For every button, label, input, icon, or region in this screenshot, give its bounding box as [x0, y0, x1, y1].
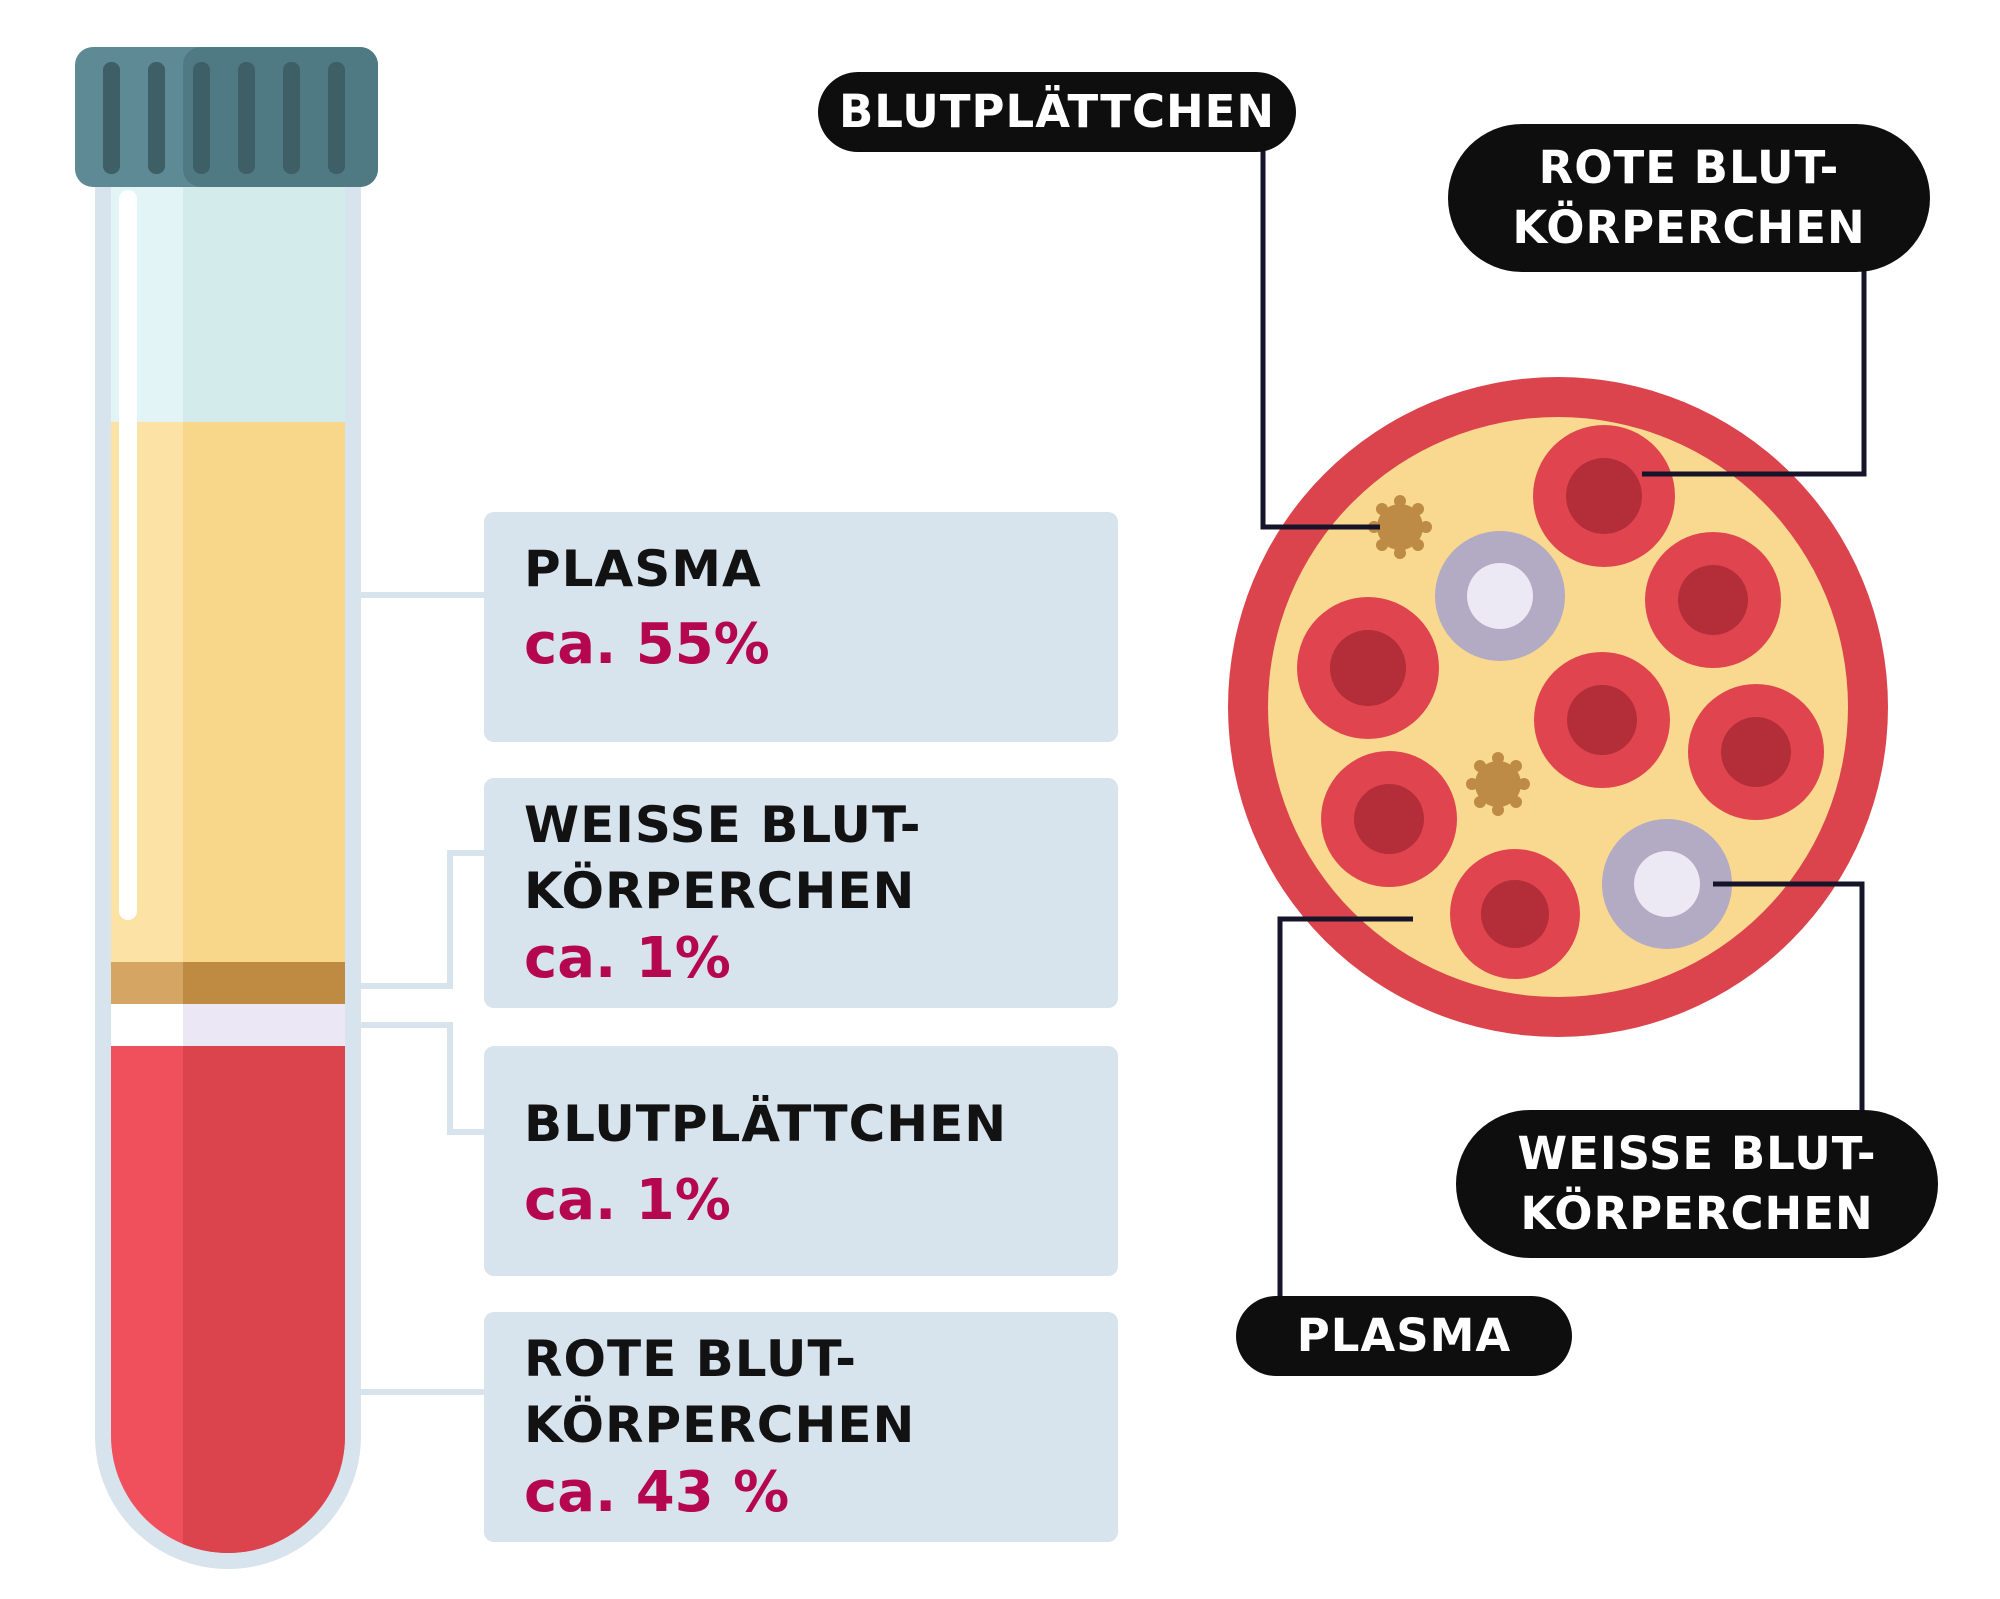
leader-platelets: [1260, 148, 1380, 530]
buffy-coat-shade: [183, 962, 345, 1004]
white-cell: [1602, 819, 1732, 949]
callout-text: PLASMA: [1296, 1309, 1512, 1362]
blood-smear-circle: [1228, 148, 1888, 1303]
red-blood-cells: [1297, 425, 1824, 979]
callout-text: ROTE BLUT-: [1538, 141, 1840, 194]
label-line: KÖRPERCHEN: [524, 1396, 916, 1454]
tube-connector-lines: [360, 592, 488, 1395]
platelet: [1466, 752, 1530, 816]
info-box-red-blood-cells: ROTE BLUT- KÖRPERCHEN ca. 43 %: [484, 1312, 1118, 1542]
red-cell: [1645, 532, 1781, 668]
red-cell-layer-shade: [183, 1046, 345, 1553]
callout-white-blood-cells: WEISSE BLUT- KÖRPERCHEN: [1456, 1110, 1938, 1258]
component-label: PLASMA: [524, 536, 762, 602]
component-percent: ca. 1%: [524, 926, 731, 991]
callout-text: WEISSE BLUT-: [1517, 1127, 1877, 1180]
tube-cap-ridges: [103, 62, 345, 174]
component-label: WEISSE BLUT- KÖRPERCHEN: [524, 792, 922, 924]
red-cell: [1321, 751, 1457, 887]
callout-plasma: PLASMA: [1236, 1296, 1572, 1376]
label-line: ROTE BLUT-: [524, 1330, 857, 1388]
callout-text: BLUTPLÄTTCHEN: [838, 85, 1276, 138]
component-label: ROTE BLUT- KÖRPERCHEN: [524, 1326, 915, 1458]
callout-red-blood-cells: ROTE BLUT- KÖRPERCHEN: [1448, 124, 1930, 272]
callout-text: KÖRPERCHEN: [1520, 1187, 1874, 1240]
tube-top-liquid-shade: [183, 182, 345, 422]
red-cell: [1450, 849, 1580, 979]
test-tube: [75, 47, 378, 1569]
red-cell: [1297, 597, 1439, 739]
connector-platelets: [360, 1022, 488, 1135]
plasma-layer-shade: [183, 422, 345, 962]
label-line: BLUTPLÄTTCHEN: [524, 1095, 1008, 1153]
component-percent: ca. 55%: [524, 612, 770, 677]
tube-cap-shade: [183, 47, 378, 187]
info-box-white-blood-cells: WEISSE BLUT- KÖRPERCHEN ca. 1%: [484, 778, 1118, 1008]
leader-plasma: [1277, 916, 1413, 1303]
component-label: BLUTPLÄTTCHEN: [524, 1091, 1007, 1157]
label-line: KÖRPERCHEN: [524, 862, 916, 920]
callout-leader-lines: [1260, 148, 1867, 1303]
leader-red-cells: [1642, 270, 1867, 477]
white-cell: [1435, 531, 1565, 661]
leader-white-cells: [1713, 881, 1865, 1113]
platelet-layer-shade: [183, 1004, 345, 1046]
callout-text: KÖRPERCHEN: [1512, 201, 1866, 254]
info-box-plasma: PLASMA ca. 55%: [484, 512, 1118, 742]
component-percent: ca. 1%: [524, 1168, 731, 1233]
white-blood-cells: [1435, 531, 1732, 949]
platelet: [1368, 495, 1432, 559]
red-cell: [1533, 425, 1675, 567]
callout-platelets: BLUTPLÄTTCHEN: [818, 72, 1296, 152]
connector-white-cells: [360, 850, 488, 989]
red-cell: [1688, 684, 1824, 820]
label-line: PLASMA: [524, 540, 762, 598]
platelets: [1368, 495, 1530, 816]
component-percent: ca. 43 %: [524, 1460, 790, 1525]
info-box-platelets: BLUTPLÄTTCHEN ca. 1%: [484, 1046, 1118, 1276]
label-line: WEISSE BLUT-: [524, 796, 922, 854]
red-cell: [1534, 652, 1670, 788]
tube-highlight: [119, 190, 137, 920]
